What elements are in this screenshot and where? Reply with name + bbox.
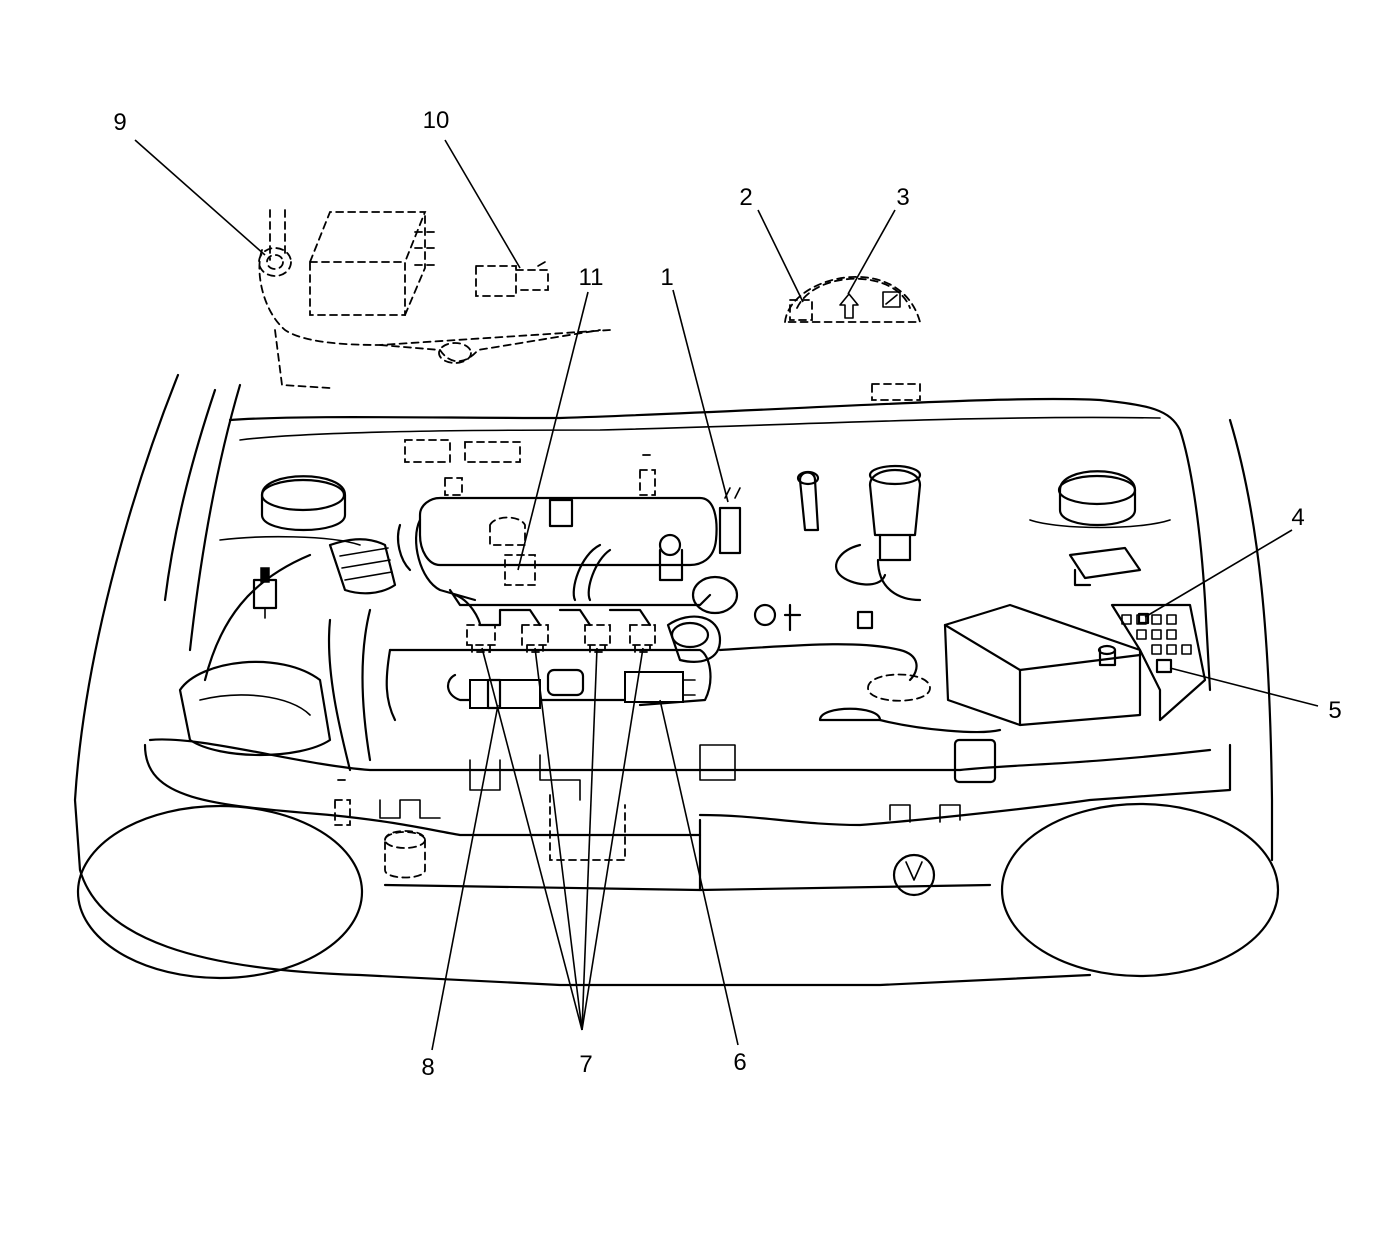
relay-bracket	[1068, 546, 1142, 587]
callout-7: 7	[579, 1051, 592, 1078]
fuel-rail	[448, 588, 712, 627]
front-cross-member	[143, 738, 1232, 892]
radiator-cap	[818, 673, 931, 722]
sensor-connector-center	[639, 454, 656, 496]
callout-3: 3	[896, 184, 909, 211]
callout-4: 4	[1291, 504, 1304, 531]
relay-5	[1155, 658, 1173, 674]
intake-manifold	[396, 496, 739, 615]
reservoir-cap	[892, 853, 936, 897]
sensor-connector-front-left	[334, 779, 351, 826]
callout-1: 1	[660, 264, 673, 291]
oxygen-sensor-connector	[753, 603, 874, 632]
radiator-hose	[718, 643, 1002, 784]
callout-11: 11	[579, 264, 604, 291]
brake-master-cylinder	[835, 464, 922, 602]
callout-5: 5	[1328, 697, 1341, 724]
sensor-1-body	[718, 487, 742, 555]
ignition-coil-6	[624, 671, 696, 703]
leader-lines	[134, 139, 1319, 1051]
connector-10	[475, 261, 549, 297]
dashed-relay	[871, 383, 921, 401]
right-headlamp	[1000, 802, 1280, 978]
arrow-warning-icon	[839, 293, 859, 319]
oil-filler-cap	[666, 615, 722, 663]
valve-cover	[385, 648, 712, 722]
right-strut-tower	[1029, 470, 1171, 529]
instrument-cluster	[783, 276, 922, 323]
relay-4	[1137, 612, 1150, 625]
callout-10: 10	[423, 107, 450, 134]
ignition-coil-8	[469, 678, 541, 710]
left-strut-tower	[219, 475, 361, 546]
left-headlamp	[76, 804, 364, 980]
bulkhead-pipe	[796, 470, 820, 532]
fuse-relay-box	[1110, 603, 1207, 722]
passenger-compartment-outline	[258, 209, 611, 389]
fuel-injector-connectors	[466, 624, 656, 653]
sensor-9-body	[258, 247, 292, 277]
control-module-box	[309, 211, 436, 316]
horn	[384, 830, 426, 879]
air-intake-duct	[178, 538, 397, 757]
engine-block	[327, 608, 736, 861]
callout-9: 9	[113, 109, 126, 136]
left-side-connector	[252, 567, 278, 619]
sensor-connector-upper-left	[404, 439, 521, 496]
callout-6: 6	[733, 1049, 746, 1076]
connector-11-body	[489, 516, 536, 586]
callout-2: 2	[739, 184, 752, 211]
callout-8: 8	[421, 1054, 434, 1081]
vehicle-body	[73, 373, 1274, 987]
battery	[943, 603, 1142, 727]
